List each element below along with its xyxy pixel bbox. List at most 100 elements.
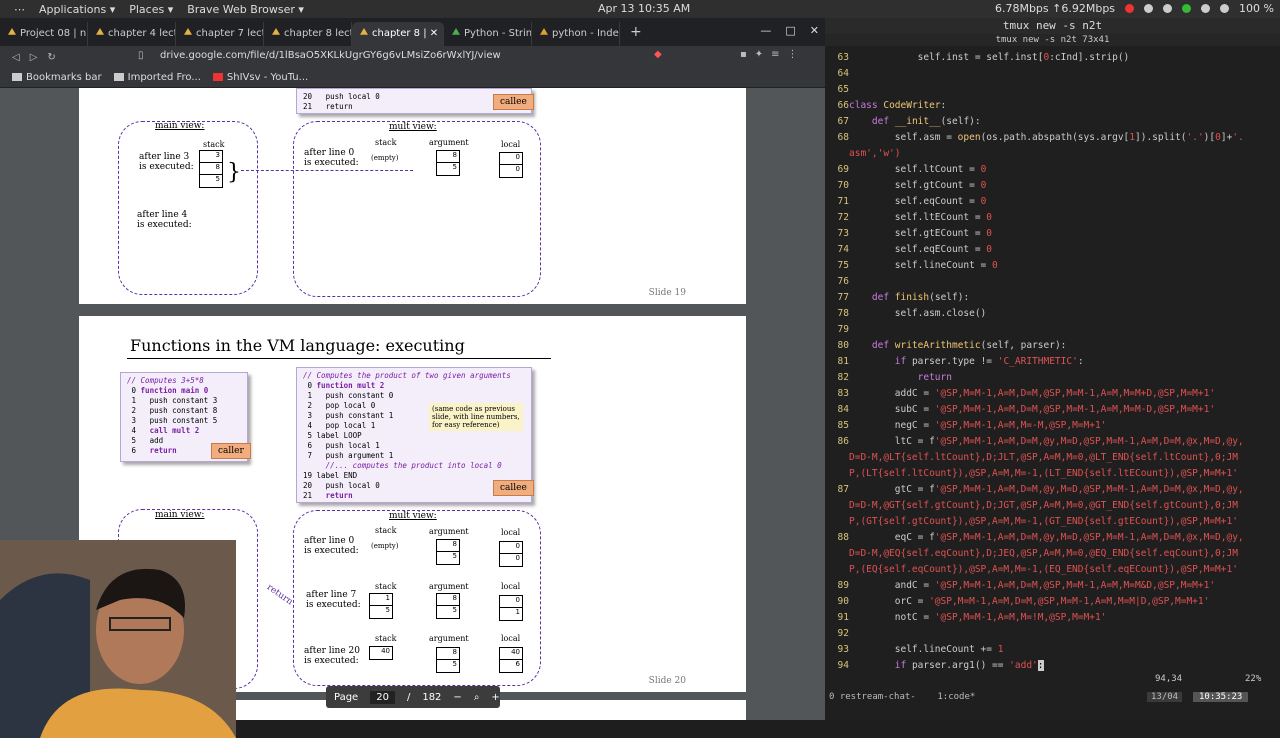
folder-icon [113,73,124,81]
network-speed: 6.78Mbps ↑6.92Mbps [994,2,1116,15]
webcam-overlay [0,540,236,738]
tab[interactable]: chapter 4 lect [88,22,176,46]
slide-number: Slide 19 [648,288,686,298]
apps-dots-icon[interactable]: ⋯ [14,2,25,16]
page-total: 182 [422,691,442,703]
minimize-icon[interactable]: — [760,24,772,37]
stack-cells: 40 [369,646,393,660]
slide-21-top [79,700,746,720]
code-box: 20 push local 0 21 return [296,88,532,114]
new-tab-button[interactable]: + [630,24,642,40]
tray-icon[interactable] [1182,4,1192,13]
after-line-3-label: after line 3 is executed: [139,152,194,172]
after-line-0-label: after line 0 is executed: [304,536,359,556]
empty-label: (empty) [371,154,399,162]
stack-header: stack [375,634,397,643]
main-view-label: main view: [155,121,205,131]
after-line-7-label: after line 7 is executed: [306,590,361,610]
tab[interactable]: python - Inde [532,22,620,46]
main-view-label: main view: [155,510,205,520]
page-number-input[interactable]: 20 [370,690,395,704]
tmux-windows[interactable]: 0 restream-chat- 1:code* [829,692,976,702]
places-menu[interactable]: Places ▾ [129,2,174,16]
close-icon[interactable]: ✕ [809,24,819,37]
terminal-window[interactable]: tmux new -s n2t tmux new -s n2t 73x41 63… [825,18,1280,720]
bookmarks-folder[interactable]: Imported Fro... [113,72,201,83]
zoom-icon[interactable]: ⌕ [473,691,480,703]
youtube-icon [212,73,223,81]
local-header: local [501,528,521,537]
bookmarks-folder[interactable]: Bookmarks bar [12,72,102,83]
tray-icon[interactable] [1163,4,1173,13]
bookmark-icon[interactable]: ▯ [138,50,144,61]
after-line-20-label: after line 20 is executed: [304,646,360,666]
zoom-out-icon[interactable]: − [453,691,462,703]
main-view-box [118,121,258,295]
volume-icon[interactable] [1220,4,1230,13]
tmux-time: 10:35:23 [1193,692,1249,702]
brave-shield-icon[interactable]: ◆ [654,49,662,60]
arrow [241,170,413,171]
bookmark-youtube[interactable]: ShIVsv - YouTu... [212,72,308,83]
tab[interactable]: Project 08 | n [0,22,88,46]
scroll-percent: 22% [1245,674,1262,684]
drive-icon [272,28,280,35]
drive-icon [96,28,104,35]
drive-icon [184,28,192,35]
w-icon [452,28,460,35]
mult-view-label: mult view: [389,511,437,521]
browser-window: Project 08 | n chapter 4 lect chapter 7 … [0,18,825,738]
clock[interactable]: Apr 13 10:35 AM [598,2,691,15]
drive-icon [360,28,368,35]
maximize-icon[interactable]: □ [785,24,796,37]
empty-label: (empty) [371,542,399,550]
zoom-in-icon[interactable]: + [491,691,500,703]
page-controls: Page 20 / 182 − ⌕ + [326,686,500,708]
tmux-status-bar: 0 restream-chat- 1:code* 13/04 10:35:23 [825,690,1280,704]
tab[interactable]: Python - Strin [444,22,532,46]
extension-icons[interactable]: ▪✦≡⋮ [740,49,806,60]
local-header: local [501,582,521,591]
tray-icon[interactable] [1144,4,1154,13]
mult-code-box: // Computes the product of two given arg… [296,367,532,503]
stack-header: stack [203,140,225,149]
tab-strip: Project 08 | n chapter 4 lect chapter 7 … [0,18,825,46]
local-header: local [501,140,521,149]
editor-buffer[interactable]: 63 self.inst = self.inst[0:cInd].strip()… [837,52,1244,671]
applications-menu[interactable]: Applications ▾ [39,2,116,16]
cursor-position: 94,34 [1155,674,1183,684]
display-icon[interactable] [1201,4,1211,13]
local-header: local [501,634,521,643]
drive-icon [8,28,16,35]
slide-number: Slide 20 [648,676,686,686]
terminal-title: tmux new -s n2t [825,18,1280,34]
bookmarks-bar: Bookmarks bar Imported Fro... ShIVsv - Y… [0,68,825,88]
battery-level: 100 % [1239,2,1274,15]
tab-active[interactable]: chapter 8 | ✕ [352,22,444,46]
mult-view-box [293,121,541,297]
address-bar: ◁▷↻ ▯ drive.google.com/file/d/1lBsaO5XKL… [0,46,825,68]
page-label: Page [334,691,359,703]
argument-header: argument [429,634,469,643]
page-separator: / [406,691,411,703]
caller-tag: caller [211,443,251,459]
tab[interactable]: chapter 7 lect [176,22,264,46]
note-box: (same code as previous slide, with line … [429,403,523,431]
stack-header: stack [375,526,397,535]
folder-icon [12,73,22,81]
vim-status-line: 94,34 22% [825,674,1280,686]
tab[interactable]: chapter 8 lect [264,22,352,46]
browser-menu[interactable]: Brave Web Browser ▾ [187,2,304,16]
url-field[interactable]: drive.google.com/file/d/1lBsaO5XKLkUgrGY… [160,50,501,61]
mult-view-box [293,510,541,686]
nav-buttons[interactable]: ◁▷↻ [12,51,66,63]
after-line-0-label: after line 0 is executed: [304,148,359,168]
